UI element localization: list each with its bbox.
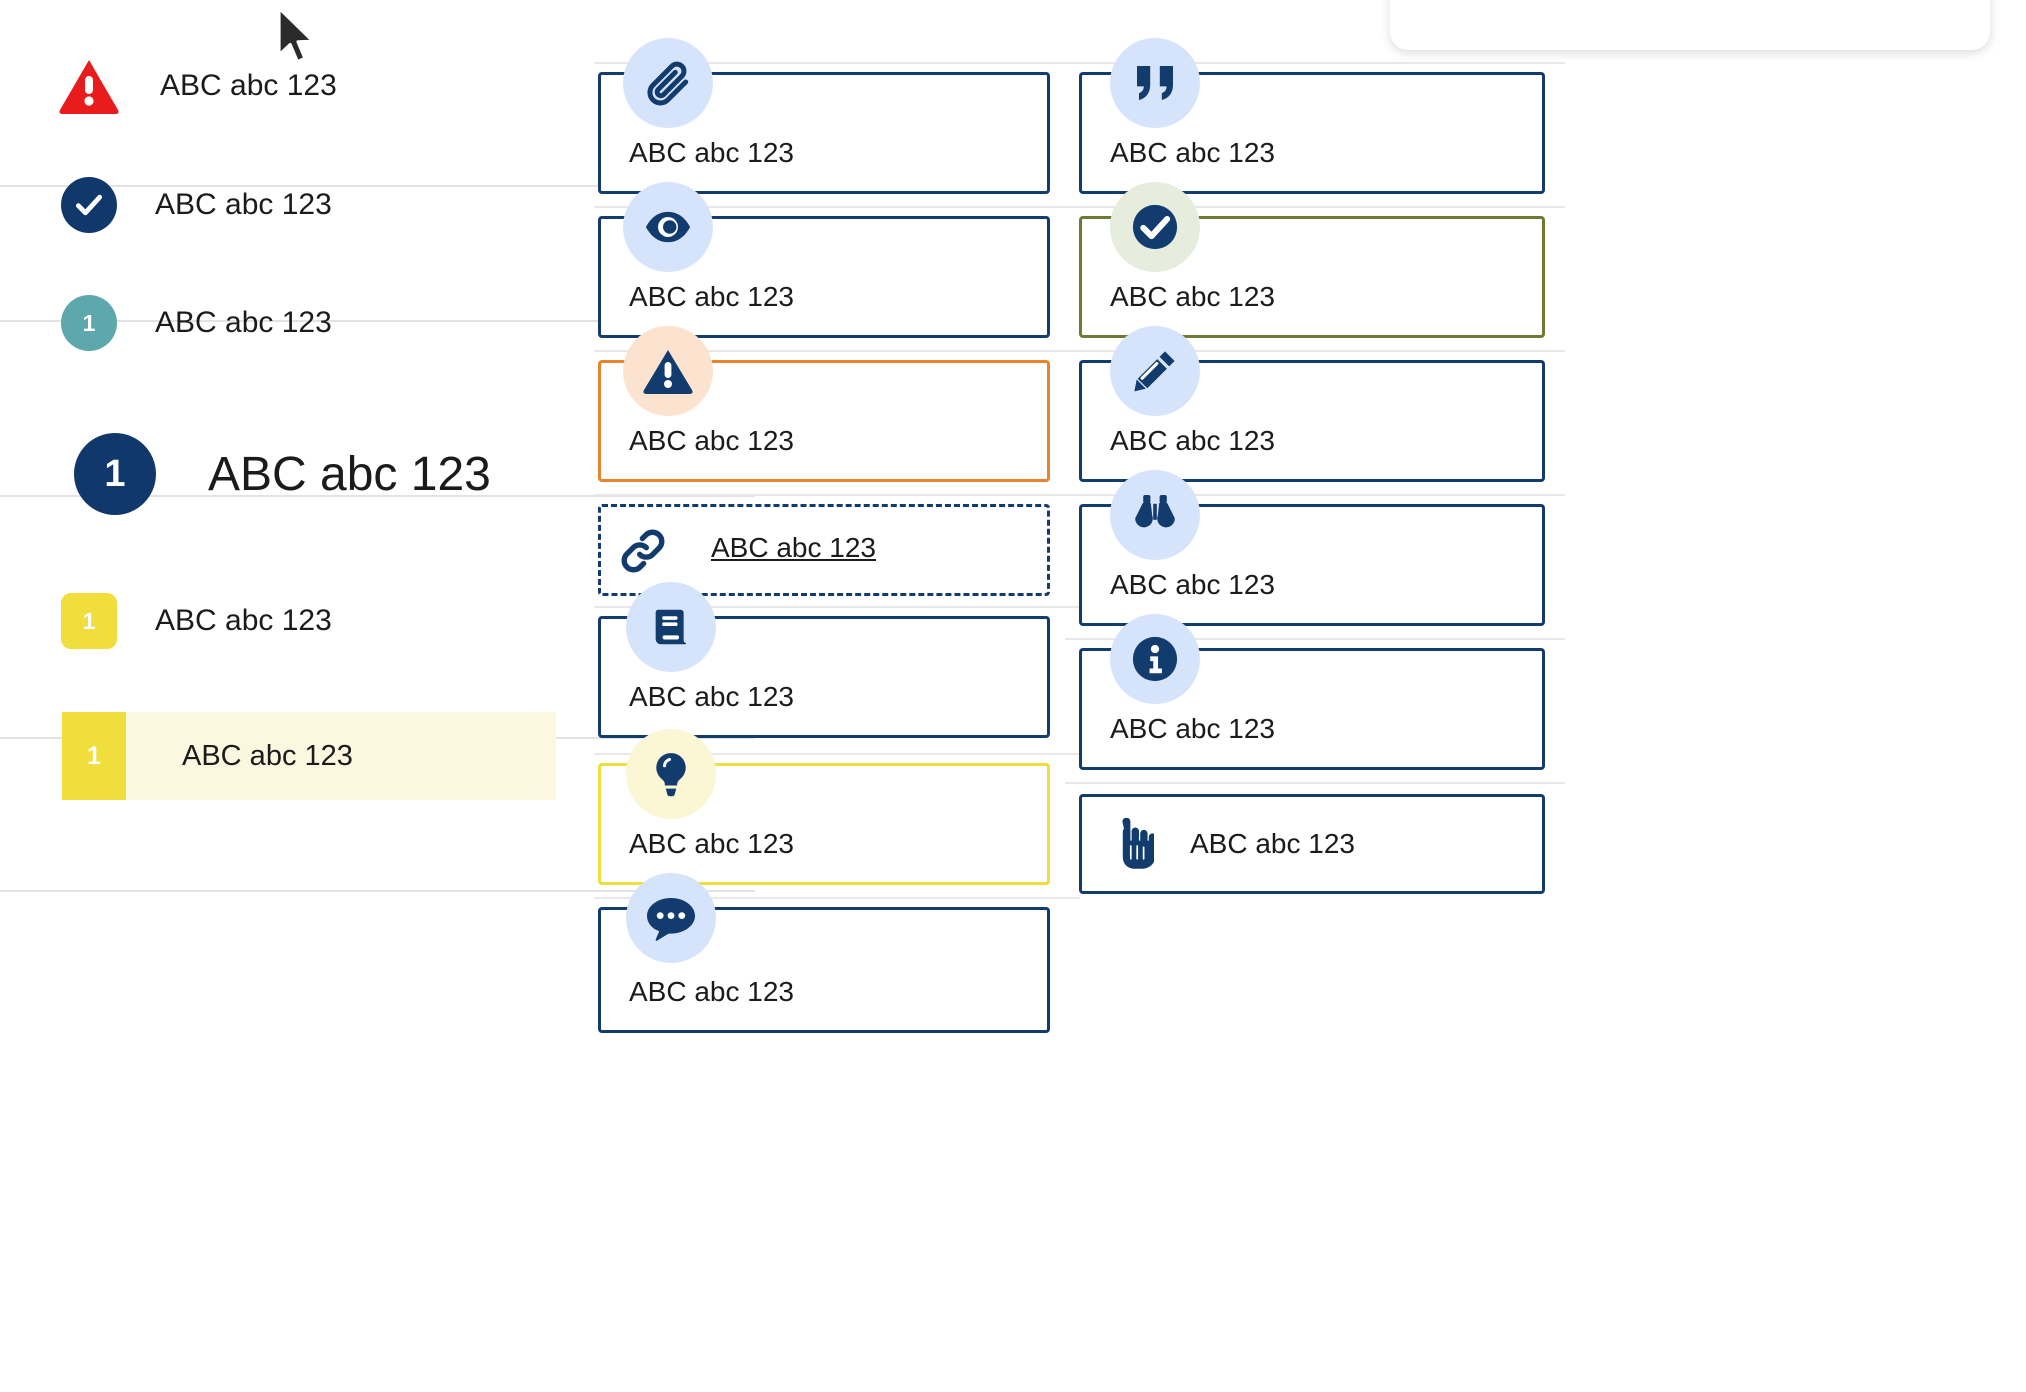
card-label: ABC abc 123 bbox=[1110, 713, 1275, 744]
mouse-pointer-icon bbox=[275, 6, 321, 73]
list-divider bbox=[0, 890, 755, 892]
check-circle-icon bbox=[1110, 182, 1200, 272]
chat-bubble-icon bbox=[626, 873, 716, 963]
card-label: ABC abc 123 bbox=[1190, 828, 1355, 859]
list-item[interactable]: 1 ABC abc 123 bbox=[0, 295, 760, 351]
number-badge: 1 bbox=[61, 593, 117, 649]
lightbulb-icon bbox=[626, 729, 716, 819]
number-badge: 1 bbox=[62, 712, 126, 800]
card-label: ABC abc 123 bbox=[629, 281, 794, 312]
number-badge-large: 1 bbox=[74, 433, 156, 515]
quote-marks-icon bbox=[1110, 38, 1200, 128]
card-label: ABC abc 123 bbox=[629, 976, 794, 1007]
warning-triangle-icon bbox=[623, 326, 713, 416]
card-label: ABC abc 123 bbox=[1110, 281, 1275, 312]
list-item-label: ABC abc 123 bbox=[155, 604, 332, 637]
link-chain-icon bbox=[598, 506, 688, 596]
info-circle-icon bbox=[1110, 614, 1200, 704]
card-divider bbox=[594, 206, 1080, 208]
eye-icon bbox=[623, 182, 713, 272]
list-item[interactable]: ABC abc 123 bbox=[0, 177, 760, 233]
card-divider bbox=[1065, 494, 1565, 496]
card-label: ABC abc 123 bbox=[1110, 137, 1275, 168]
card-divider bbox=[594, 606, 1080, 608]
card-label: ABC abc 123 bbox=[629, 681, 794, 712]
list-divider bbox=[0, 185, 755, 187]
list-item-featured[interactable]: 1 ABC abc 123 bbox=[0, 433, 760, 515]
book-icon bbox=[626, 582, 716, 672]
background-panel bbox=[1390, 0, 1990, 50]
card-divider bbox=[1065, 62, 1565, 64]
card-observe[interactable]: ABC abc 123 bbox=[1079, 504, 1545, 626]
binoculars-icon bbox=[1110, 470, 1200, 560]
card-label: ABC abc 123 bbox=[1110, 425, 1275, 456]
card-divider bbox=[1065, 350, 1565, 352]
list-item-label: ABC abc 123 bbox=[208, 447, 491, 501]
alert-triangle-icon bbox=[58, 58, 120, 114]
pointing-hand-icon bbox=[1108, 818, 1154, 870]
card-divider bbox=[594, 897, 1080, 899]
card-divider bbox=[1065, 638, 1565, 640]
left-list-column: ABC abc 123 ABC abc 123 1 ABC abc 123 1 … bbox=[0, 0, 760, 1392]
pencil-icon bbox=[1110, 326, 1200, 416]
list-item-label: ABC abc 123 bbox=[155, 306, 332, 339]
list-item[interactable]: ABC abc 123 bbox=[0, 58, 760, 114]
check-circle-icon bbox=[61, 177, 117, 233]
card-divider bbox=[594, 753, 1080, 755]
card-label: ABC abc 123 bbox=[629, 828, 794, 859]
paperclip-icon bbox=[623, 38, 713, 128]
number-badge: 1 bbox=[61, 295, 117, 351]
card-divider bbox=[594, 494, 1080, 496]
card-label: ABC abc 123 bbox=[629, 425, 794, 456]
card-label: ABC abc 123 bbox=[629, 137, 794, 168]
card-info[interactable]: ABC abc 123 bbox=[1079, 648, 1545, 770]
list-item-label: ABC abc 123 bbox=[182, 739, 353, 772]
card-link[interactable]: ABC abc 123 bbox=[598, 504, 1050, 596]
card-divider bbox=[1065, 782, 1565, 784]
list-divider bbox=[0, 320, 755, 322]
list-divider bbox=[0, 495, 755, 497]
card-divider bbox=[594, 62, 1080, 64]
card-action[interactable]: ABC abc 123 bbox=[1079, 794, 1545, 894]
list-item-selected[interactable]: 1 ABC abc 123 bbox=[62, 712, 556, 800]
card-label: ABC abc 123 bbox=[1110, 569, 1275, 600]
list-item[interactable]: 1 ABC abc 123 bbox=[0, 593, 760, 649]
card-link-label[interactable]: ABC abc 123 bbox=[711, 532, 876, 563]
card-divider bbox=[594, 350, 1080, 352]
card-visibility[interactable]: ABC abc 123 bbox=[598, 216, 1050, 338]
list-item-label: ABC abc 123 bbox=[160, 69, 337, 102]
card-divider bbox=[1065, 206, 1565, 208]
list-item-label: ABC abc 123 bbox=[155, 188, 332, 221]
card-warning[interactable]: ABC abc 123 bbox=[598, 360, 1050, 482]
